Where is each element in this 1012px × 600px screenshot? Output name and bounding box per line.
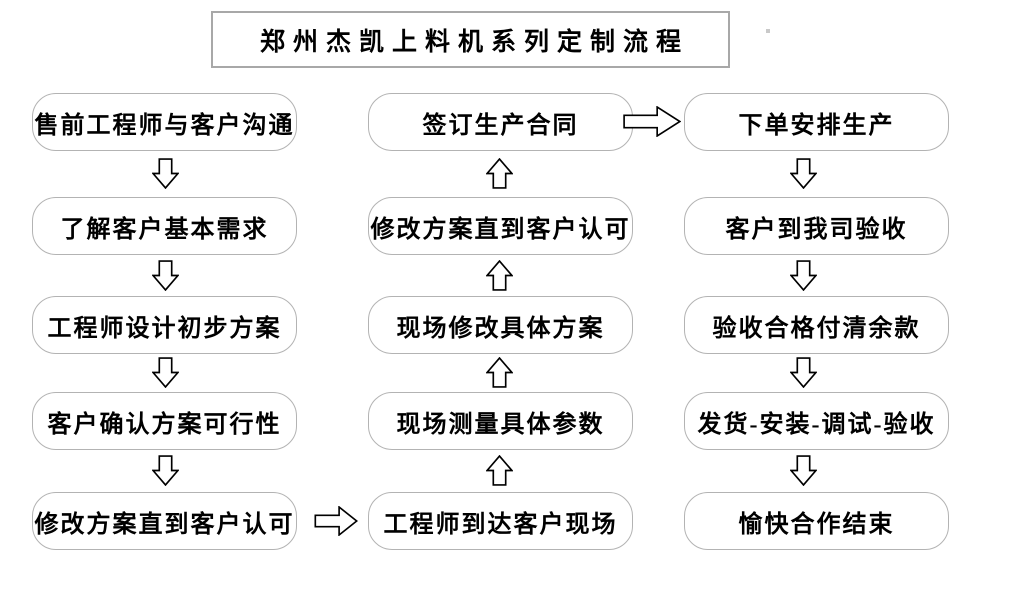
flow-step-label: 验收合格付清余款 xyxy=(712,315,921,342)
flow-step-label: 售前工程师与客户沟通 xyxy=(34,112,295,139)
artifact-dot xyxy=(766,29,770,33)
flow-step-label: 工程师到达客户现场 xyxy=(383,511,618,538)
down-arrow-icon xyxy=(152,260,179,291)
flow-step-sign-contract: 签订生产合同 xyxy=(368,93,633,151)
flow-step-label: 现场测量具体参数 xyxy=(396,411,605,438)
flow-step-understand-needs: 了解客户基本需求 xyxy=(32,197,297,255)
up-arrow-icon xyxy=(486,357,513,388)
up-arrow-icon xyxy=(486,260,513,291)
flow-step-arrange-production: 下单安排生产 xyxy=(684,93,949,151)
flow-step-revise-until-approved: 修改方案直到客户认可 xyxy=(32,492,297,550)
down-arrow-icon xyxy=(790,260,817,291)
flow-step-delivery-install-debug-acceptance: 发货-安装-调试-验收 xyxy=(684,392,949,450)
flow-step-engineer-arrives-onsite: 工程师到达客户现场 xyxy=(368,492,633,550)
right-arrow-icon xyxy=(314,506,358,536)
down-arrow-icon xyxy=(790,455,817,486)
up-arrow-icon xyxy=(486,158,513,189)
flow-step-label: 修改方案直到客户认可 xyxy=(370,216,631,243)
up-arrow-icon xyxy=(486,455,513,486)
down-arrow-icon xyxy=(790,158,817,189)
flow-step-label: 工程师设计初步方案 xyxy=(47,315,282,342)
flow-step-revise-until-approved-onsite: 修改方案直到客户认可 xyxy=(368,197,633,255)
flow-step-label: 签订生产合同 xyxy=(422,112,579,139)
flow-step-label: 客户到我司验收 xyxy=(725,216,908,243)
flow-step-label: 现场修改具体方案 xyxy=(396,315,605,342)
flow-step-onsite-modify-plan: 现场修改具体方案 xyxy=(368,296,633,354)
flow-step-customer-acceptance-visit: 客户到我司验收 xyxy=(684,197,949,255)
flow-step-label: 下单安排生产 xyxy=(738,112,895,139)
flow-step-presales-communication: 售前工程师与客户沟通 xyxy=(32,93,297,151)
diagram-title-box: 郑州杰凯上料机系列定制流程 xyxy=(211,11,730,68)
flow-step-label: 客户确认方案可行性 xyxy=(47,411,282,438)
down-arrow-icon xyxy=(152,455,179,486)
flow-step-happy-cooperation-end: 愉快合作结束 xyxy=(684,492,949,550)
flow-step-onsite-measure-params: 现场测量具体参数 xyxy=(368,392,633,450)
diagram-title: 郑州杰凯上料机系列定制流程 xyxy=(259,28,689,56)
flow-step-confirm-feasibility: 客户确认方案可行性 xyxy=(32,392,297,450)
flow-step-label: 发货-安装-调试-验收 xyxy=(697,411,936,438)
down-arrow-icon xyxy=(790,357,817,388)
down-arrow-icon xyxy=(152,158,179,189)
flow-step-label: 愉快合作结束 xyxy=(738,511,895,538)
flow-step-pay-balance: 验收合格付清余款 xyxy=(684,296,949,354)
right-arrow-icon xyxy=(623,106,681,137)
flow-step-label: 了解客户基本需求 xyxy=(60,216,269,243)
down-arrow-icon xyxy=(152,357,179,388)
flow-step-preliminary-design: 工程师设计初步方案 xyxy=(32,296,297,354)
flow-step-label: 修改方案直到客户认可 xyxy=(34,511,295,538)
